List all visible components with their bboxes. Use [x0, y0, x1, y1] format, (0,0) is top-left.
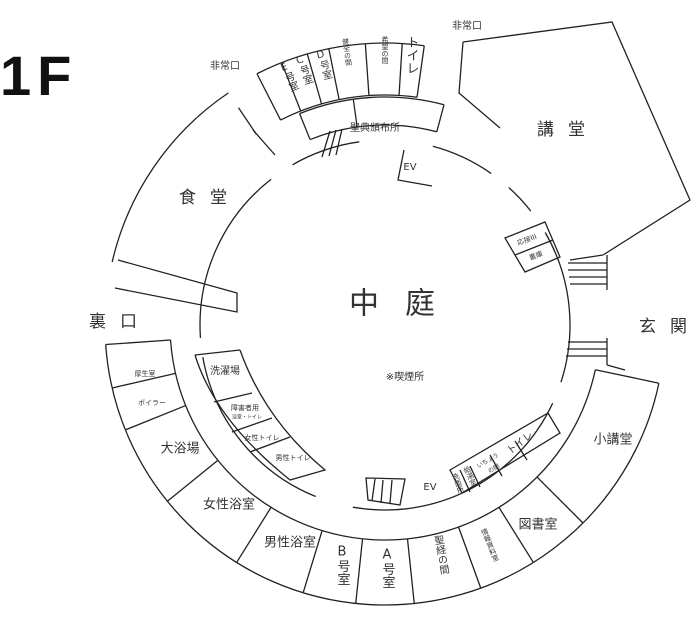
- top-ring-outer: [256, 42, 425, 75]
- elevator-top: EV: [403, 162, 416, 173]
- room-toilet-top: トイレ: [404, 36, 419, 75]
- top-ring-inner: [280, 94, 418, 121]
- men-toilet: 男性トイレ: [276, 453, 311, 462]
- room-men-bath: 男性浴室: [264, 535, 316, 551]
- room-divider: [112, 372, 176, 389]
- scripture-shop-walls: [299, 96, 445, 141]
- dining-wall: [252, 129, 276, 156]
- room-kousei: 厚生室: [135, 369, 156, 378]
- stairs-top: [321, 128, 343, 158]
- scripture-shop: 聖典頒布所: [350, 121, 400, 134]
- emergency-exit-right-label: 非常口: [452, 19, 482, 32]
- room-boiler: ボイラー: [138, 399, 166, 407]
- room-divider: [302, 530, 323, 593]
- room-seikyou: 聖経の間: [431, 534, 450, 576]
- room-divider: [328, 48, 340, 100]
- kitchenette: 給湯室: [462, 464, 479, 487]
- reception-room: 応接III: [516, 232, 538, 247]
- room-divider: [355, 538, 364, 604]
- room-women-bath: 女性浴室: [203, 497, 255, 513]
- storage-room: 書庫: [528, 249, 544, 262]
- auditorium-label: 講堂: [537, 120, 599, 140]
- room-divider: [595, 369, 660, 384]
- auditorium-wall: [569, 254, 604, 261]
- dining-outer-wall: [111, 92, 229, 263]
- courtyard-wall: [544, 232, 571, 383]
- room-divider: [166, 459, 219, 502]
- room-library: 図書室: [518, 517, 557, 533]
- room-divider: [364, 43, 370, 96]
- inner-left-dividers: [213, 392, 291, 453]
- room-divider: [125, 404, 186, 431]
- inner-bottom-dividers: [459, 440, 528, 493]
- room-info: 情報資料室: [479, 526, 500, 562]
- inner-left-block: [194, 349, 327, 481]
- room-kenzen: 健全の間: [341, 37, 353, 68]
- room-divider: [236, 506, 272, 563]
- room-c: C号室: [293, 53, 314, 86]
- courtyard-wall: [352, 402, 554, 511]
- courtyard-wall: [202, 357, 316, 498]
- toilet-bottom: トイレ: [505, 430, 535, 457]
- accessible-room: 障害者用: [231, 403, 259, 412]
- courtyard-wall: [199, 178, 272, 338]
- entrance-stairs-bottom: [566, 338, 626, 371]
- room-divider: [536, 476, 584, 524]
- entrance-label: 玄関: [639, 317, 700, 337]
- room-divider: [498, 506, 534, 563]
- smoking-area-label: ※喫煙所: [386, 371, 424, 383]
- walls: [105, 21, 691, 606]
- room-kibou: 希望の間: [381, 35, 389, 65]
- courtyard-wall: [292, 141, 360, 166]
- inner-bottom-block: [449, 412, 561, 494]
- bottom-ring-inner: [169, 339, 596, 541]
- courtyard-label: 中庭: [349, 287, 461, 322]
- room-divider: [281, 62, 302, 112]
- floor-label: 1F: [0, 44, 77, 107]
- washroom: 洗面所: [450, 471, 465, 495]
- room-divider: [398, 43, 403, 96]
- courtyard-wall: [508, 187, 532, 212]
- room-divider: [406, 538, 415, 604]
- scripture-shop-divider: [298, 99, 445, 140]
- back-entrance-label: 裏口: [89, 311, 151, 332]
- room-a: A号室: [380, 548, 396, 589]
- room-divider: [416, 45, 425, 98]
- room-divider: [457, 526, 482, 589]
- entrance-stairs-top: [568, 255, 608, 290]
- stairs-bottom: [365, 477, 406, 506]
- room-small-auditorium: 小講堂: [593, 432, 632, 448]
- dining-hall-label: 食堂: [179, 188, 241, 208]
- bottom-ring-outer: [105, 344, 660, 606]
- accessible-room-sub: 浴室・トイレ: [232, 414, 262, 421]
- laundry: 洗濯場: [210, 364, 240, 377]
- room-divider: [256, 73, 282, 121]
- elevator-top-box: [397, 149, 433, 187]
- room-large-bath: 大浴場: [160, 442, 199, 457]
- courtyard-wall: [432, 145, 492, 174]
- reception-box: [504, 221, 561, 273]
- elevator-bottom: EV: [423, 482, 436, 493]
- room-b: B号室: [335, 545, 351, 586]
- room-divider: [306, 53, 323, 105]
- women-toilet: 女性トイレ: [245, 433, 280, 442]
- auditorium-walls: [458, 21, 691, 256]
- back-entrance-wall: [114, 259, 238, 313]
- emergency-exit-left-label: 非常口: [210, 59, 240, 72]
- room-divider: [105, 339, 171, 346]
